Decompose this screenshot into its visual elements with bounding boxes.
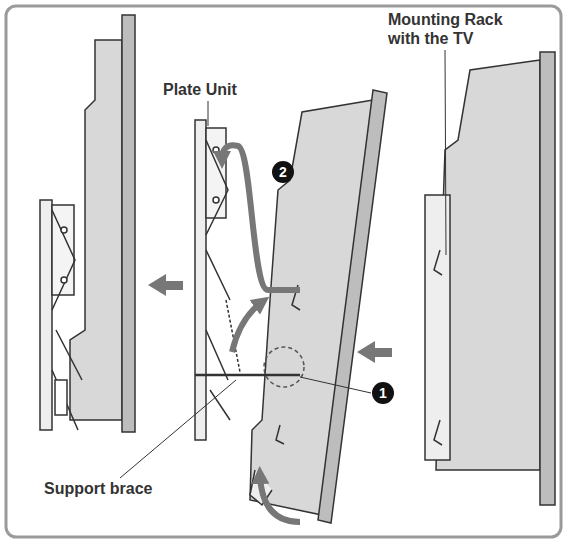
part-label: Support brace: [44, 479, 152, 498]
leader-lines: [120, 50, 446, 478]
move-arrow: [374, 348, 392, 357]
part-label: Mounting Rack with the TV: [388, 10, 528, 48]
hook-arrow: [222, 145, 300, 290]
move-arrow: [357, 341, 375, 363]
raise-arrow: [232, 302, 262, 352]
callout-number: 2: [272, 161, 294, 183]
part-label: Plate Unit: [163, 80, 237, 99]
move-arrow: [165, 281, 183, 290]
move-arrow: [148, 274, 166, 296]
tv-tilted: [195, 90, 387, 523]
tv-with-rack: [425, 52, 555, 505]
frame: [6, 6, 561, 537]
callout-number: 1: [372, 382, 394, 404]
detail-circle: [264, 347, 304, 387]
lift-arrow: [260, 475, 300, 522]
tv-hung: [40, 15, 135, 432]
